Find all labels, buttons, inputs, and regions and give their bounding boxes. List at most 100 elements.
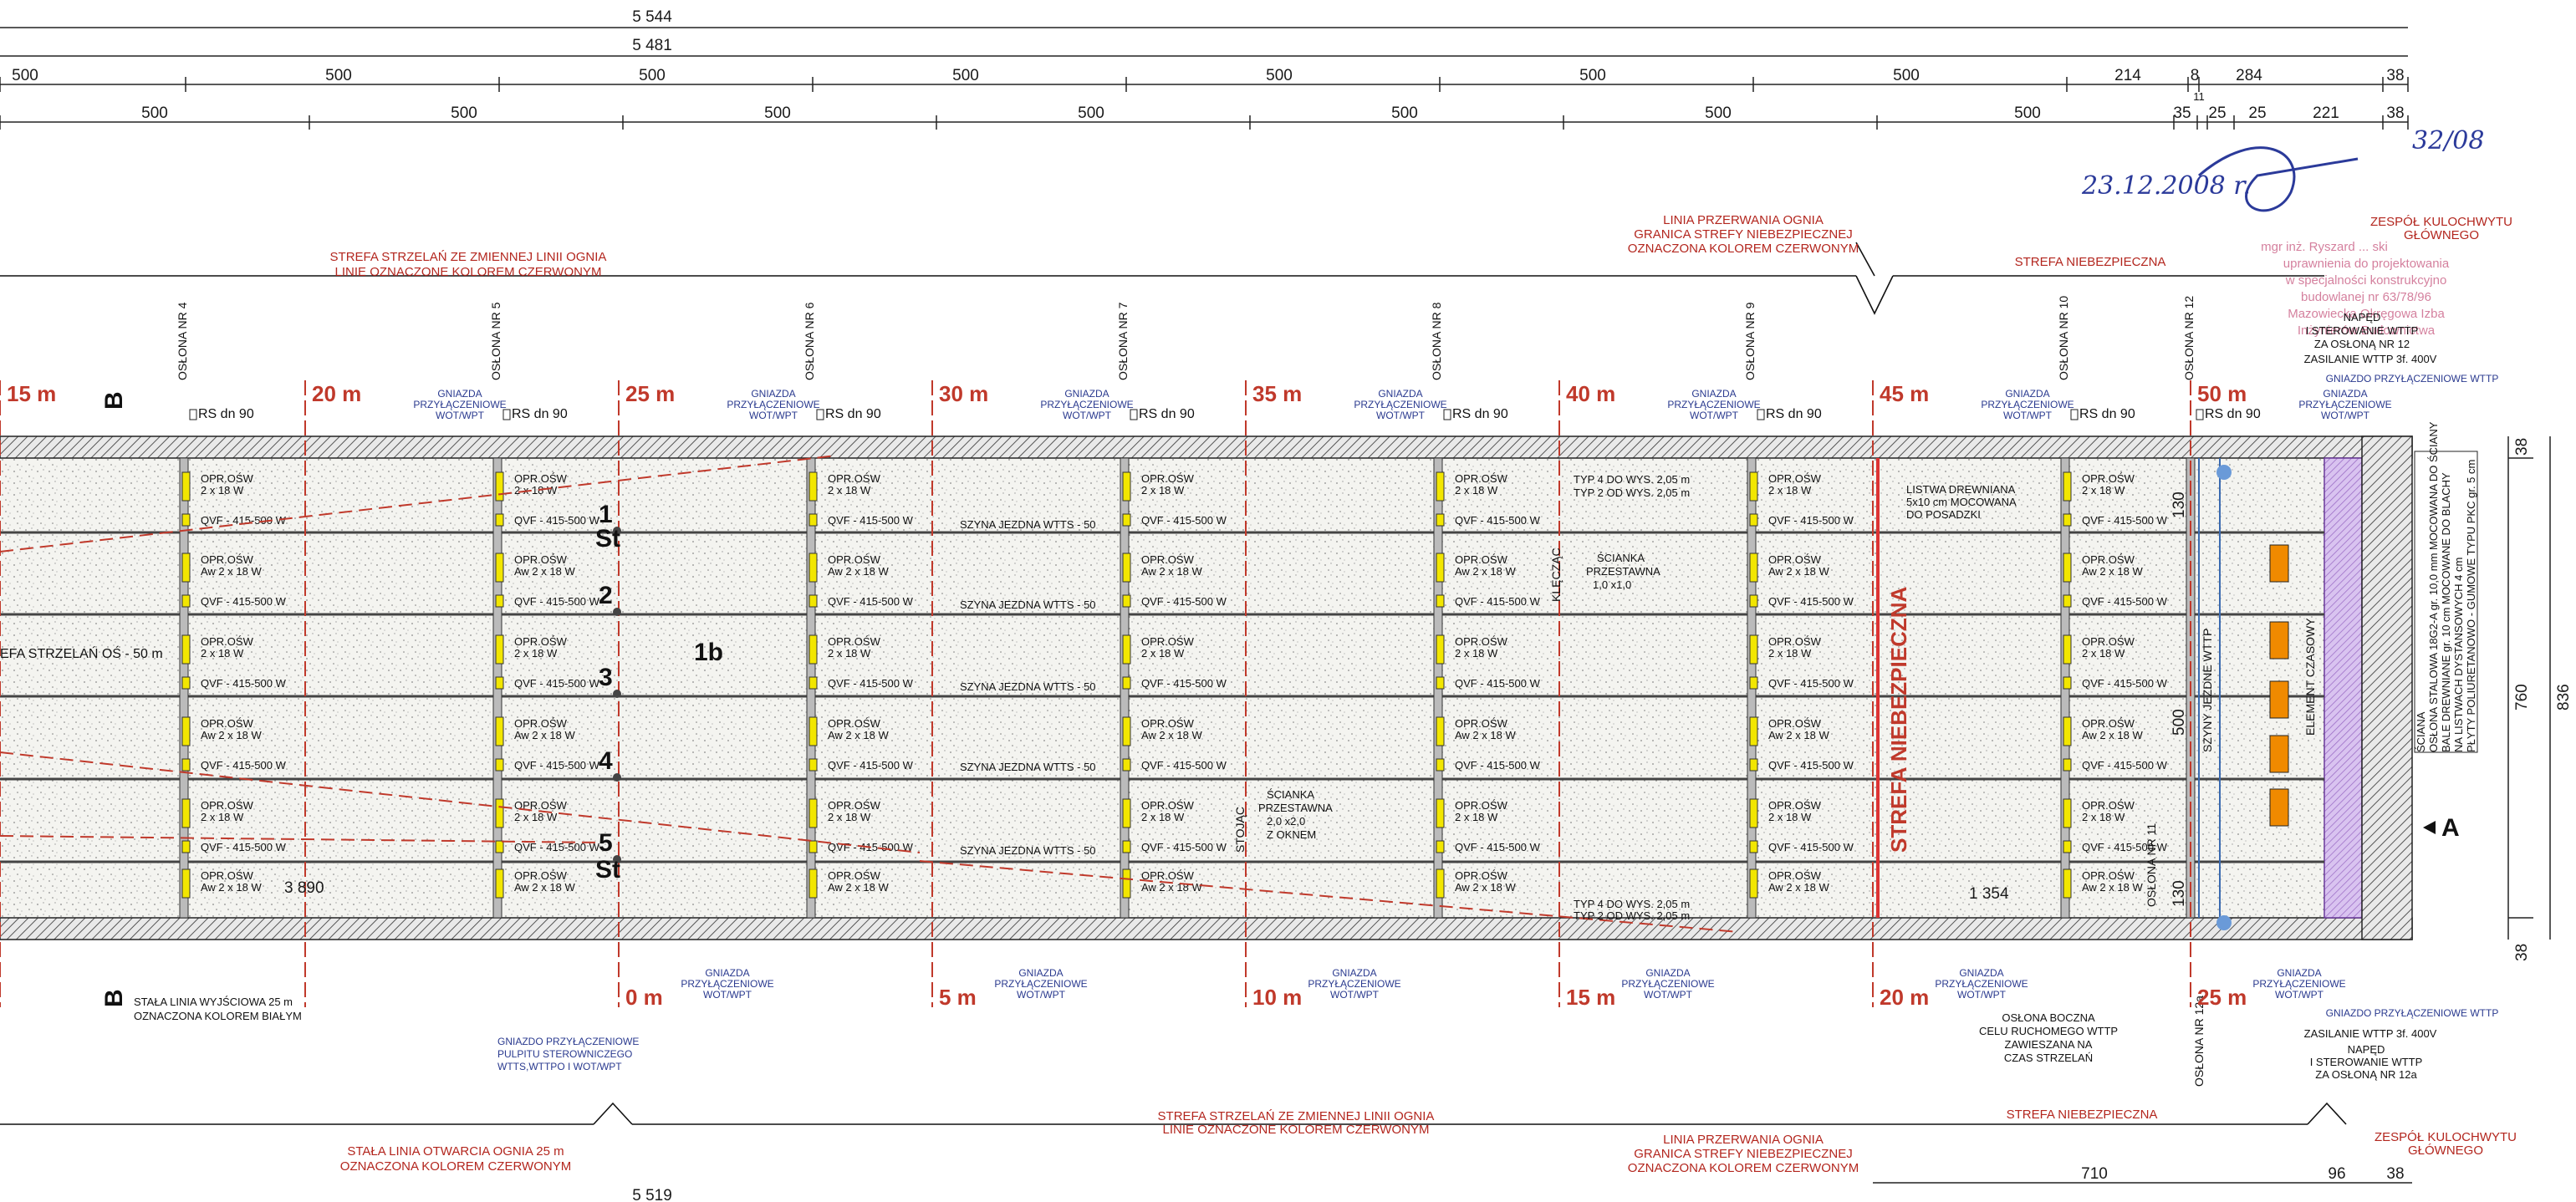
scianka2-3: 2,0 x2,0 <box>1267 815 1305 828</box>
shield-label: OSŁONA NR 4 <box>176 302 189 380</box>
socket-label: PRZYŁĄCZENIOWE <box>1981 399 2074 410</box>
zespol-top-1: ZESPÓŁ KULOCHWYTU <box>2370 215 2512 229</box>
fixture-label: Aw 2 x 18 W <box>514 729 575 741</box>
qvf-label: QVF - 415-500 W <box>1455 841 1541 853</box>
fixture-label: Aw 2 x 18 W <box>201 881 262 894</box>
fixture-label: Aw 2 x 18 W <box>1768 729 1829 741</box>
qvf-fixture <box>2063 513 2072 527</box>
fixture-label: OPR.OŚW <box>1455 799 1508 812</box>
fixture-label: OPR.OŚW <box>201 799 254 812</box>
qvf-fixture <box>1122 840 1131 853</box>
distance-label-bottom: 15 m <box>1566 985 1615 1010</box>
fixture-label: OPR.OŚW <box>828 717 881 730</box>
dim-row3-label: 500 <box>1579 67 1606 84</box>
dim-row3-label: 284 <box>2236 67 2262 84</box>
fixture-label: Aw 2 x 18 W <box>2082 729 2143 741</box>
light-fixture <box>809 634 818 665</box>
fixture-label: OPR.OŚW <box>1768 553 1822 566</box>
socket-label: WOT/WPT <box>749 410 798 421</box>
qvf-label: QVF - 415-500 W <box>514 677 600 690</box>
fixture-label: OPR.OŚW <box>2082 553 2135 566</box>
stamp-line-5: Mazowiecka Okręgowa Izba <box>2288 307 2445 321</box>
rs-label: RS dn 90 <box>825 407 881 421</box>
fixture-label: Aw 2 x 18 W <box>2082 565 2143 578</box>
fixture-label: OPR.OŚW <box>201 472 254 485</box>
dim-row4-label: 500 <box>451 104 477 122</box>
socket-label: PRZYŁĄCZENIOWE <box>1621 978 1714 990</box>
lane-st-label: St <box>595 856 620 884</box>
socket-label: GNIAZDA <box>751 388 795 400</box>
socket-label: PRZYŁĄCZENIOWE <box>994 978 1087 990</box>
stala-linia-wyj-2: OZNACZONA KOLOREM BIAŁYM <box>134 1010 302 1022</box>
qvf-fixture <box>1749 840 1758 853</box>
dim-bottom-38: 38 <box>2386 1165 2404 1183</box>
socket-label: GNIAZDA <box>1378 388 1422 400</box>
dim-mid-130-top: 130 <box>2170 491 2188 518</box>
fixture-label: 2 x 18 W <box>2082 647 2125 660</box>
lane-point <box>613 690 621 698</box>
fixture-label: OPR.OŚW <box>1455 472 1508 485</box>
section-a-marker: A <box>2441 814 2460 842</box>
fixture-label: OPR.OŚW <box>1141 869 1195 882</box>
qvf-fixture <box>1122 758 1131 772</box>
light-fixture <box>495 716 504 746</box>
rail-label: SZYNA JEZDNA WTTS - 50 <box>960 518 1096 531</box>
socket-label: WOT/WPT <box>1644 989 1693 1001</box>
fixture-label: Aw 2 x 18 W <box>1455 881 1516 894</box>
fixture-label: OPR.OŚW <box>1768 472 1822 485</box>
fixture-label: Aw 2 x 18 W <box>1455 565 1516 578</box>
fixture-label: OPR.OŚW <box>828 472 881 485</box>
distance-label-top: 15 m <box>7 381 56 406</box>
fixture-label: Aw 2 x 18 W <box>1141 565 1202 578</box>
lane-number: 5 <box>599 829 613 857</box>
naped-bottom-2: I STEROWANIE WTTP <box>2310 1056 2423 1068</box>
naped-bottom-3: ZA OSŁONĄ NR 12a <box>2315 1068 2417 1081</box>
light-fixture <box>181 716 191 746</box>
range-floor <box>0 435 2413 940</box>
distance-label-top: 45 m <box>1880 381 1929 406</box>
light-fixture <box>1122 716 1131 746</box>
socket-label: GNIAZDA <box>705 967 749 979</box>
dim-mid-500: 500 <box>2170 709 2188 736</box>
fixture-label: 2 x 18 W <box>514 811 558 823</box>
rs-label: RS dn 90 <box>2205 407 2261 421</box>
qvf-fixture <box>809 676 818 690</box>
light-fixture <box>809 716 818 746</box>
socket-label: GNIAZDA <box>1332 967 1376 979</box>
fixture-label: 2 x 18 W <box>2082 484 2125 497</box>
socket-label: GNIAZDA <box>437 388 482 400</box>
light-fixture <box>2063 471 2072 502</box>
light-fixture <box>1122 634 1131 665</box>
oslona-boczna-4: CZAS STRZELAŃ <box>2004 1052 2093 1064</box>
rail-label: SZYNA JEZDNA WTTS - 50 <box>960 761 1096 773</box>
qvf-label: QVF - 415-500 W <box>828 759 914 772</box>
listwa-1: LISTWA DREWNIANA <box>1906 483 2016 496</box>
light-fixture <box>2063 716 2072 746</box>
qvf-fixture <box>1749 594 1758 608</box>
stamp-line-1: mgr inż. Ryszard ... ski <box>2261 240 2388 254</box>
wall-note-3: BALE DREWNIANE gr. 10 cm MOCOWANE DO BLA… <box>2440 472 2452 752</box>
dim-bottom-96: 96 <box>2328 1165 2345 1183</box>
fixture-label: OPR.OŚW <box>1141 799 1195 812</box>
dim-row4-extra: 11 <box>2193 90 2205 103</box>
strefa-strzelan-bottom-2: LINIE OZNACZONE KOLOREM CZERWONYM <box>1163 1123 1430 1137</box>
light-fixture <box>1436 471 1445 502</box>
fixture-label: 2 x 18 W <box>1455 811 1498 823</box>
fixture-label: 2 x 18 W <box>828 811 871 823</box>
typ-bottom-2: TYP 2 OD WYS. 2,05 m <box>1574 909 1690 922</box>
dim-row4-label: 25 <box>2208 104 2226 122</box>
qvf-label: QVF - 415-500 W <box>828 677 914 690</box>
fixture-label: OPR.OŚW <box>2082 472 2135 485</box>
naped-top-1: NAPĘD <box>2344 311 2381 323</box>
wall-spec-note: ŚCIANA OSŁONA STALOWA 18G2-A gr. 10,0 mm… <box>2414 421 2478 753</box>
light-fixture <box>809 798 818 828</box>
qvf-fixture <box>1749 676 1758 690</box>
socket-label: WOT/WPT <box>1957 989 2007 1001</box>
strefa-strzelan-top-2: LINIE OZNACZONE KOLOREM CZERWONYM <box>335 265 602 279</box>
qvf-label: QVF - 415-500 W <box>514 595 600 608</box>
qvf-label: QVF - 415-500 W <box>2082 514 2168 527</box>
strefa-strzelan-top-1: STREFA STRZELAŃ ZE ZMIENNEJ LINII OGNIA <box>330 250 607 264</box>
